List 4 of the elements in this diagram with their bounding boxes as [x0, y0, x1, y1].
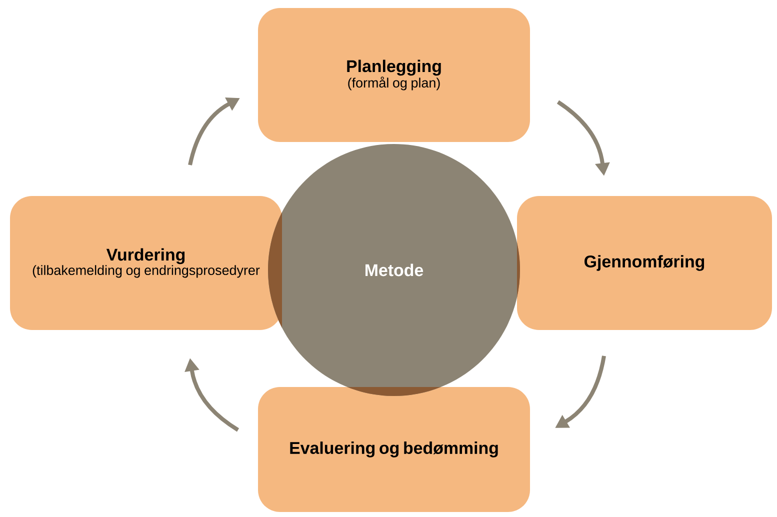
process-box: Gjennomføring — [517, 196, 772, 330]
process-box: Vurdering (tilbakemelding og endringsprosedyrer — [10, 196, 282, 330]
process-box: Planlegging (formål og plan) — [258, 8, 530, 142]
process-box: Evaluering og bedømming — [258, 386, 530, 512]
